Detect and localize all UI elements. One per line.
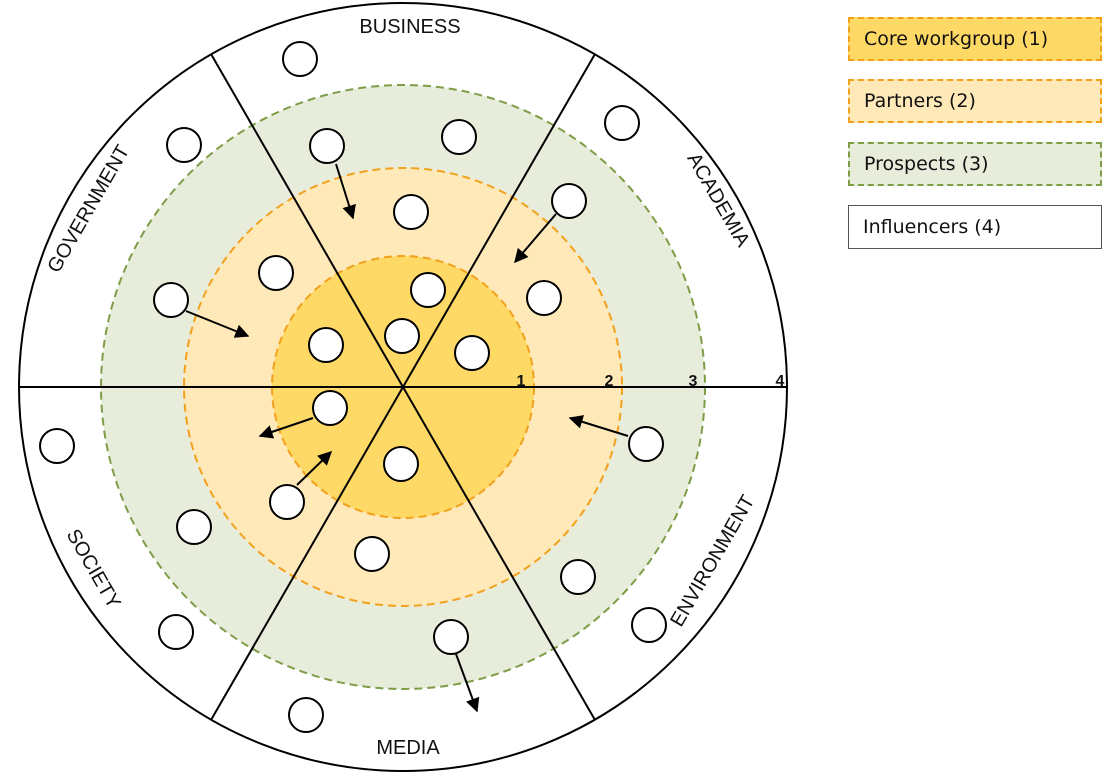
stakeholder-circle (393, 194, 429, 230)
arrow (185, 310, 250, 338)
stakeholder-circle (433, 619, 469, 655)
stakeholder-circle (354, 536, 390, 572)
legend-prospects-label: Prospects (3) (864, 153, 989, 175)
ring-number-1: 1 (517, 373, 526, 390)
stakeholder-circle (384, 318, 420, 354)
stakeholder-circle (441, 119, 477, 155)
ring-number-4: 4 (776, 373, 785, 390)
stakeholder-nodes (39, 41, 667, 733)
legend-core-label: Core workgroup (1) (864, 28, 1049, 50)
stakeholder-circle (560, 559, 596, 595)
arrow (568, 415, 629, 437)
legend-partners: Partners (2) (848, 79, 1102, 123)
stakeholder-circle (309, 128, 345, 164)
stakeholder-circle (153, 282, 189, 318)
legend-influencers-label: Influencers (4) (863, 216, 1002, 238)
ring-number-2: 2 (605, 373, 614, 390)
stakeholder-circle (166, 127, 202, 163)
stakeholder-circle (551, 183, 587, 219)
legend-influencers: Influencers (4) (848, 205, 1102, 249)
stakeholder-circle (158, 614, 194, 650)
legend-prospects: Prospects (3) (848, 142, 1102, 186)
arrow (514, 213, 557, 264)
arrow (296, 451, 333, 486)
stakeholder-circle (628, 426, 664, 462)
legend-core-workgroup: Core workgroup (1) (848, 17, 1102, 61)
stakeholder-circle (526, 280, 562, 316)
stakeholder-circle (39, 428, 75, 464)
stakeholder-circle (604, 105, 640, 141)
sector-label-media: MEDIA (376, 737, 440, 759)
arrow (455, 653, 480, 713)
sector-label-business: BUSINESS (359, 16, 460, 38)
stakeholder-circle (410, 272, 446, 308)
stakeholder-circle (282, 41, 318, 77)
movement-arrows (185, 163, 629, 713)
divider-diagonal-2 (210, 53, 596, 721)
stakeholder-circle (312, 390, 348, 426)
stakeholder-circle (176, 509, 212, 545)
stakeholder-circle (288, 697, 324, 733)
arrow (258, 417, 314, 439)
stakeholder-circle (454, 335, 490, 371)
stakeholder-circle (631, 607, 667, 643)
legend-partners-label: Partners (2) (864, 90, 976, 112)
arrow (335, 163, 356, 220)
stakeholder-circle (308, 327, 344, 363)
stakeholder-circle (258, 255, 294, 291)
stakeholder-circle (383, 446, 419, 482)
stakeholder-circle (269, 484, 305, 520)
ring-number-3: 3 (689, 373, 698, 390)
